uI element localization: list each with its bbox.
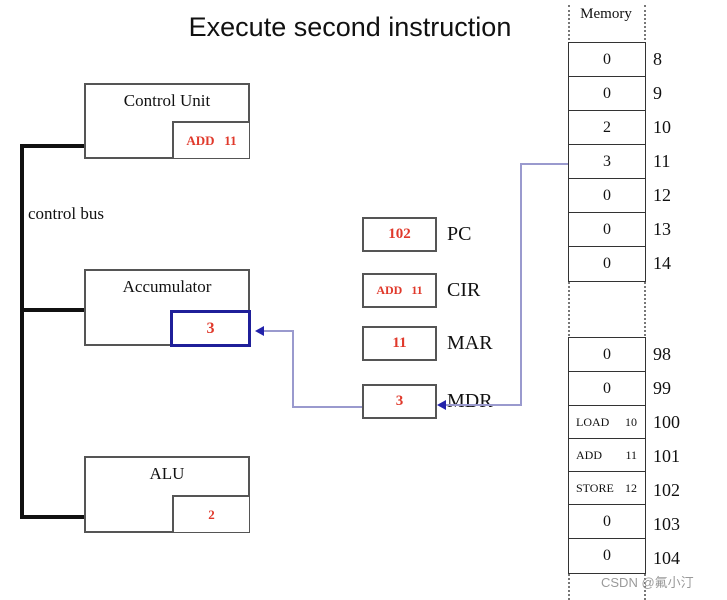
wire-mdr-to-accumulator-vertical (292, 330, 294, 408)
wire-mdr-to-accumulator-top (264, 330, 292, 332)
memory-cell: 0 (569, 247, 645, 281)
mar-register-label: MAR (447, 332, 493, 354)
memory-address-column-lower: 98 99 100 101 102 103 104 (653, 337, 713, 575)
memory-table-lower: 0 0 LOAD 10 ADD 11 STORE 12 0 0 (568, 337, 646, 574)
memory-table-upper: 0 0 2 3 0 0 0 (568, 42, 646, 282)
arrow-into-accumulator-icon (255, 326, 264, 336)
wire-memory-to-mdr-bottom (445, 404, 522, 406)
memory-address-column-upper: 8 9 10 11 12 13 14 (653, 42, 713, 280)
accumulator-label: Accumulator (122, 277, 212, 296)
memory-cell: 0 (569, 338, 645, 372)
wire-memory-to-mdr-top (520, 163, 569, 165)
wire-mdr-to-accumulator-bottom (292, 406, 362, 408)
memory-cell: STORE 12 (569, 472, 645, 505)
mar-register-box: 11 (362, 326, 437, 361)
accumulator-register: 3 (170, 310, 251, 347)
memory-address: 101 (653, 446, 680, 466)
memory-cell-operand: 11 (625, 447, 637, 462)
watermark: CSDN @氟小汀 (601, 575, 694, 590)
memory-address: 99 (653, 378, 671, 398)
memory-cell: 0 (569, 77, 645, 111)
memory-address: 10 (653, 117, 671, 137)
memory-header: Memory (580, 6, 632, 22)
memory-address: 9 (653, 83, 662, 103)
memory-cell: 0 (569, 372, 645, 406)
memory-cell-opcode: LOAD (576, 414, 610, 429)
memory-cell: 0 (569, 179, 645, 213)
cir-register-label: CIR (447, 279, 481, 301)
pc-register-box: 102 (362, 217, 437, 252)
control-bus-vertical-line (20, 144, 24, 519)
control-bus-branch-alu (20, 515, 84, 519)
memory-cell: 0 (569, 213, 645, 247)
memory-address: 104 (653, 548, 680, 568)
page-title: Execute second instruction (188, 12, 512, 42)
memory-address: 103 (653, 514, 680, 534)
control-bus-label: control bus (28, 204, 105, 223)
memory-address: 11 (653, 151, 671, 171)
memory-address: 14 (653, 253, 671, 273)
memory-cell: 0 (569, 505, 645, 539)
accumulator-box: Accumulator 3 (84, 269, 251, 347)
mdr-register-label: MDR (447, 390, 493, 412)
memory-cell: ADD 11 (569, 439, 645, 472)
cir-register-box: ADD 11 (362, 273, 437, 308)
memory-cell: 3 (569, 145, 645, 179)
mdr-register-box: 3 (362, 384, 437, 419)
alu-label: ALU (149, 464, 185, 483)
control-unit-box: Control Unit ADD 11 (84, 83, 250, 159)
memory-dotted-line-right (644, 5, 646, 600)
memory-address: 12 (653, 185, 671, 205)
alu-register: 2 (172, 495, 249, 532)
memory-cell-opcode: ADD (576, 447, 602, 462)
memory-cell: 2 (569, 111, 645, 145)
memory-address: 100 (653, 412, 680, 432)
control-unit-label: Control Unit (123, 91, 211, 110)
memory-dotted-line-left (568, 5, 570, 600)
control-bus-branch-control-unit (20, 144, 84, 148)
control-unit-register: ADD 11 (172, 121, 249, 158)
memory-cell-opcode: STORE (576, 480, 614, 495)
memory-cell-operand: 12 (625, 480, 637, 495)
memory-address: 102 (653, 480, 680, 500)
arrow-into-mdr-icon (437, 400, 446, 410)
memory-cell: 0 (569, 539, 645, 573)
wire-memory-to-mdr-vertical (520, 163, 522, 406)
memory-address: 8 (653, 49, 662, 69)
memory-cell-operand: 10 (625, 414, 637, 429)
pc-register-label: PC (447, 223, 472, 245)
memory-address: 13 (653, 219, 671, 239)
control-bus-branch-accumulator (20, 308, 84, 312)
memory-cell: 0 (569, 43, 645, 77)
memory-cell: LOAD 10 (569, 406, 645, 439)
memory-address: 98 (653, 344, 671, 364)
alu-box: ALU 2 (84, 456, 250, 533)
